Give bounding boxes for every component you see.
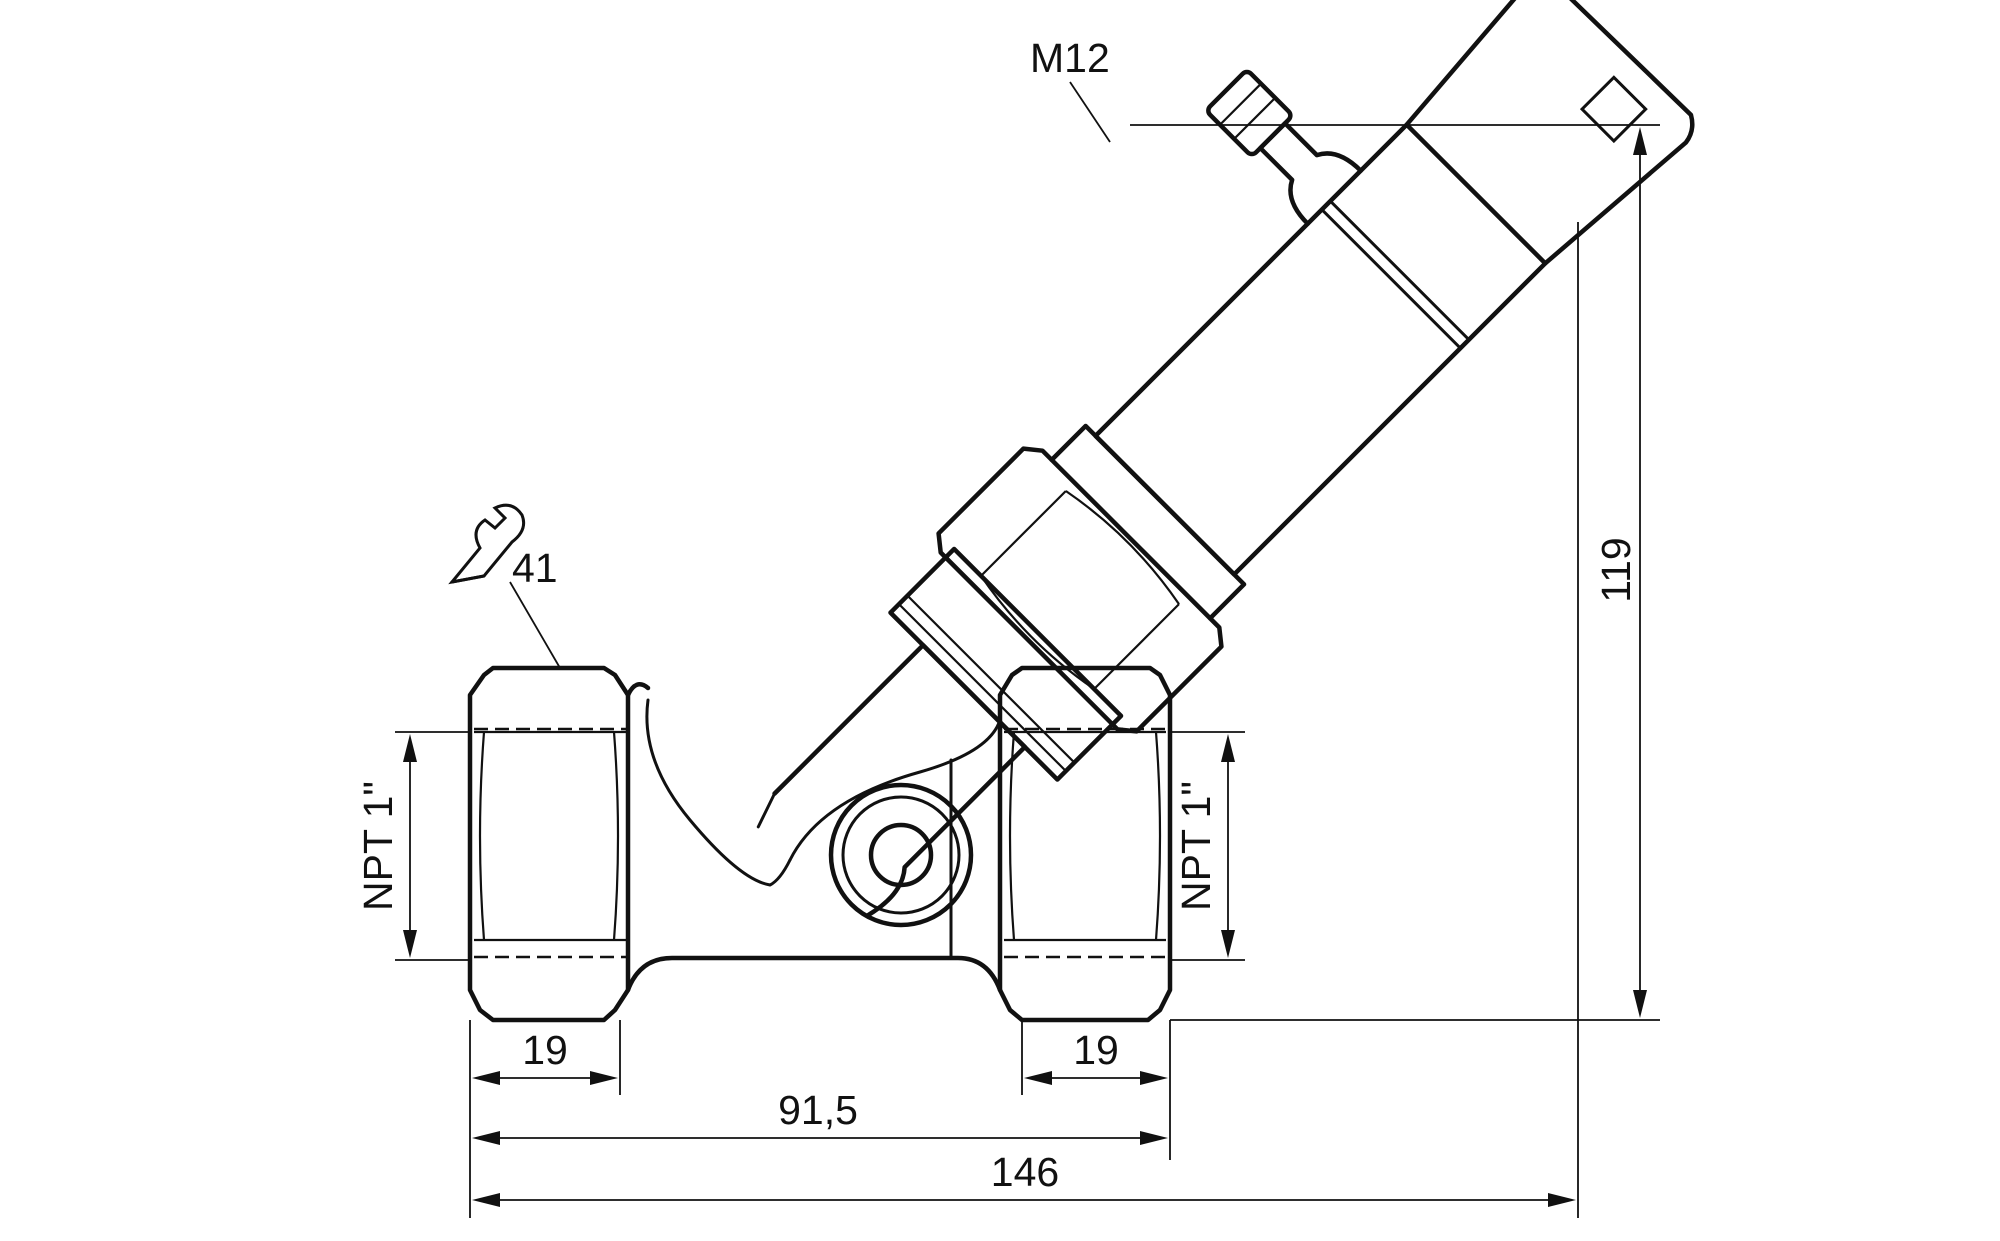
m12-connector <box>1206 69 1363 226</box>
body-neck-curve <box>645 698 792 887</box>
housing-line-2 <box>1328 199 1471 342</box>
sensor-collar <box>888 546 1124 782</box>
arrow <box>1548 1193 1576 1207</box>
hex-face-1 <box>980 490 1067 577</box>
arrow <box>1633 127 1647 155</box>
wrench-leader <box>509 581 561 669</box>
wrench-size-label: 41 <box>512 545 558 591</box>
valve-body <box>467 665 1173 1023</box>
wrench-icon <box>448 503 526 585</box>
left-nut-curve-r <box>612 731 620 941</box>
dim-146-label: 146 <box>991 1149 1059 1195</box>
connector-label: M12 <box>1030 35 1110 81</box>
left-hex-nut <box>467 665 631 1023</box>
dimension-lines: 19 19 91,5 146 119 NPT 1" NPT 1" <box>355 124 1660 1218</box>
npt-left-label: NPT 1" <box>355 781 401 911</box>
body-lower <box>625 955 1003 993</box>
hex-curve-2 <box>1065 490 1180 605</box>
npt-right-label: NPT 1" <box>1173 781 1219 911</box>
collar-line-2 <box>906 594 1076 764</box>
arrow <box>590 1071 618 1085</box>
arrow <box>472 1131 500 1145</box>
arrow <box>472 1071 500 1085</box>
sensor-housing <box>1093 122 1548 577</box>
housing-line-1 <box>1320 208 1462 350</box>
left-nut-curve-l <box>478 731 486 941</box>
side-port-inner <box>841 795 961 915</box>
sensor-head <box>1404 0 1695 266</box>
arrow <box>1221 930 1235 958</box>
body-neck-right <box>788 718 1002 862</box>
connector-leader <box>1069 81 1111 143</box>
dim-19-left-label: 19 <box>522 1027 568 1073</box>
arrow <box>403 930 417 958</box>
dim-119-label: 119 <box>1593 537 1639 602</box>
side-port-outer <box>828 782 974 928</box>
sensor-assembly <box>756 0 1695 918</box>
sleeve-edge <box>756 792 777 829</box>
collar-line-1 <box>898 603 1067 772</box>
arrow <box>472 1193 500 1207</box>
arrow <box>403 734 417 762</box>
hex-curve-1 <box>980 575 1095 690</box>
right-nut-curve-r <box>1154 731 1162 941</box>
dim-19-right-label: 19 <box>1073 1027 1119 1073</box>
arrow <box>1140 1131 1168 1145</box>
arrow <box>1140 1071 1168 1085</box>
arrow <box>1024 1071 1052 1085</box>
sensor-hex <box>936 446 1224 734</box>
sensor-neck <box>1049 423 1247 621</box>
arrow <box>1221 734 1235 762</box>
sensor-sleeve <box>772 642 1028 918</box>
led-indicator <box>1579 75 1648 144</box>
arrow <box>1633 990 1647 1018</box>
body-neck-left <box>625 682 651 698</box>
dim-915-label: 91,5 <box>778 1087 858 1133</box>
hex-face-2 <box>1093 603 1180 690</box>
